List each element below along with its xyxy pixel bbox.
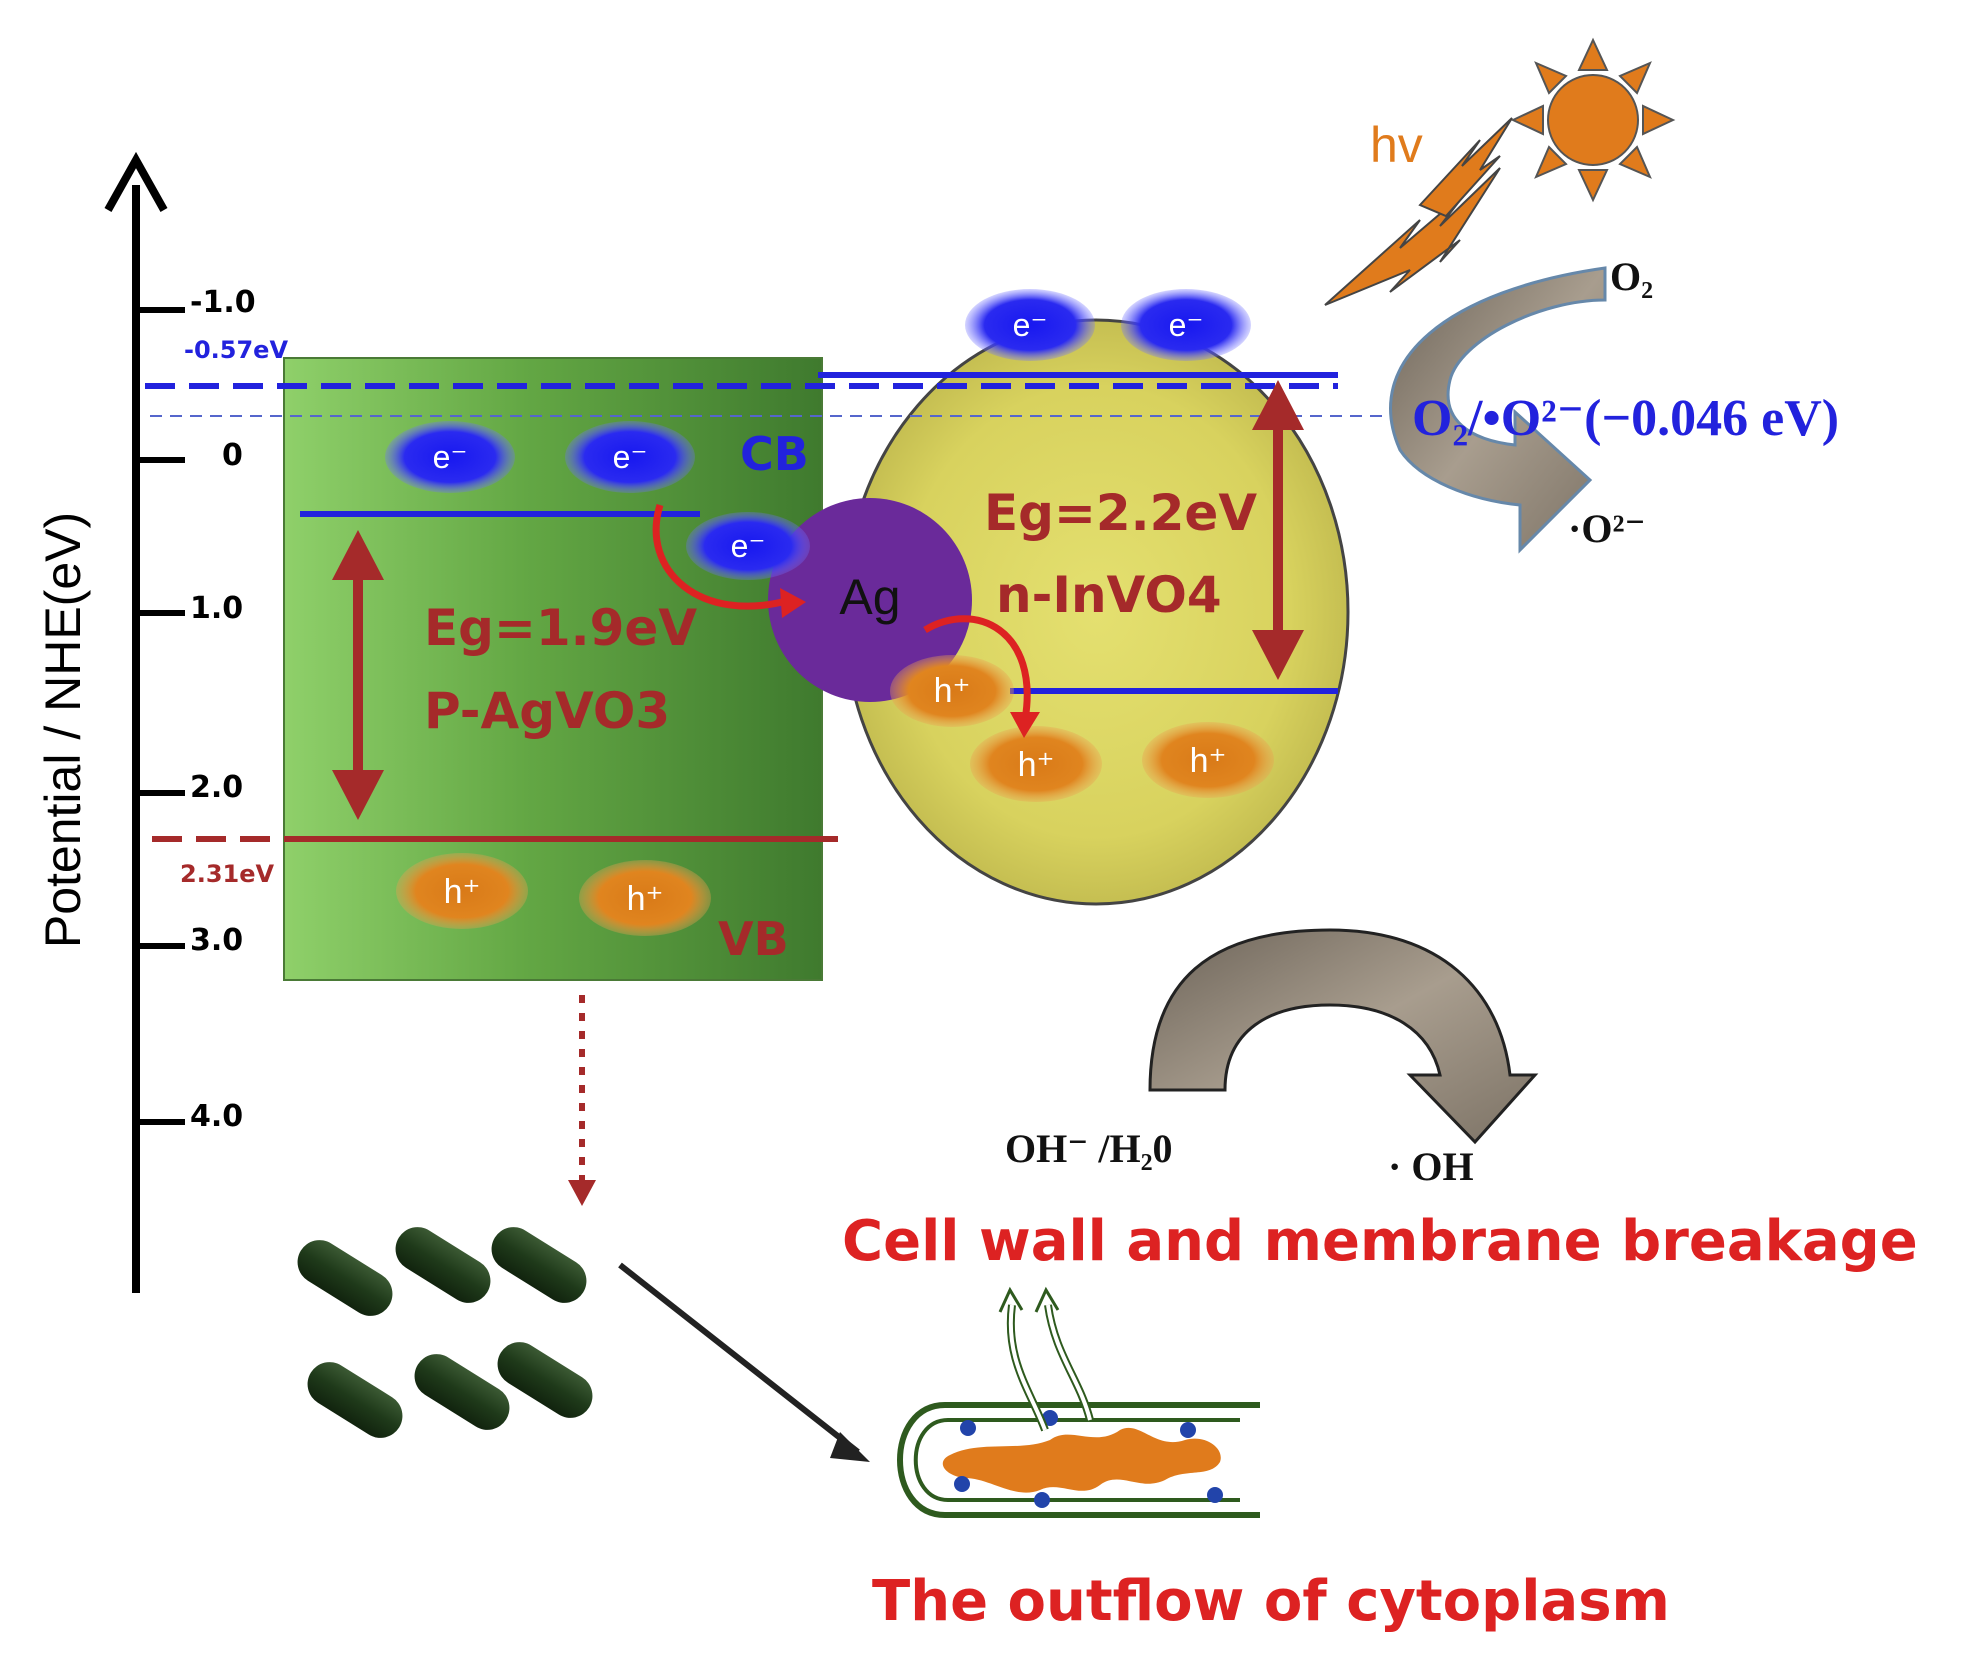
ag-particle — [768, 498, 972, 702]
damage-arrow — [618, 1262, 860, 1455]
electron: e⁻ — [965, 289, 1095, 361]
holes: h⁺ h⁺ h⁺ h⁺ h⁺ — [396, 655, 1274, 936]
tick-label: 4.0 — [190, 1099, 243, 1134]
cell-wall-caption: Cell wall and membrane breakage — [842, 1209, 1918, 1274]
o2-label: O₂ — [1610, 254, 1653, 299]
electron: e⁻ — [1121, 289, 1251, 361]
arrowhead — [568, 1180, 596, 1206]
agvo3-eg-label: Eg=1.9eV — [424, 599, 697, 657]
electron-transfer-arrow — [652, 503, 791, 610]
electron: e⁻ — [565, 421, 695, 493]
hole: h⁺ — [1142, 722, 1274, 798]
electrons: e⁻ e⁻ e⁻ e⁻ e⁻ — [385, 289, 1251, 580]
bacterium — [491, 1227, 587, 1303]
cb-level-label: -0.57eV — [184, 336, 288, 364]
hole: h⁺ — [890, 655, 1014, 727]
tick-label: 0 — [222, 438, 243, 473]
cytoplasm-caption: The outflow of cytoplasm — [872, 1569, 1670, 1634]
bacteria-group — [297, 1227, 593, 1438]
hole: h⁺ — [396, 853, 528, 929]
hole-label: h⁺ — [444, 873, 481, 911]
hv-label: hv — [1370, 117, 1423, 173]
agvo3-box — [283, 357, 823, 981]
light-lightning-icon — [1324, 117, 1513, 306]
oh-h2o-label: OH⁻ /H₂0 — [1005, 1126, 1173, 1171]
hole-label: h⁺ — [627, 880, 664, 918]
invo4-name-label: n-InVO4 — [996, 566, 1222, 624]
potential-axis: -1.0 0 1.0 2.0 3.0 4.0 Potential / NHE(e… — [35, 151, 256, 1293]
hole: h⁺ — [579, 860, 711, 936]
electron: e⁻ — [686, 512, 810, 580]
cb-label: CB — [740, 427, 809, 481]
sun-icon — [1510, 37, 1676, 203]
agvo3-name-label: P-AgVO3 — [424, 682, 670, 740]
superoxide-formation-arrow — [1389, 266, 1607, 554]
electron-label: e⁻ — [613, 439, 648, 475]
tick-label: 2.0 — [190, 770, 243, 805]
bacterium — [395, 1227, 491, 1303]
axis-arrowhead — [104, 151, 168, 212]
bacterium — [297, 1240, 393, 1316]
invo4-eg-label: Eg=2.2eV — [984, 484, 1257, 542]
vb-label: VB — [718, 912, 789, 966]
redox-potential-label: O₂/•O²⁻(−0.046 eV) — [1412, 390, 1839, 447]
bacterium — [414, 1354, 510, 1430]
electron-label: e⁻ — [731, 528, 766, 564]
electron: e⁻ — [385, 421, 515, 493]
tick-label: 3.0 — [190, 923, 243, 958]
tick-label: -1.0 — [190, 285, 256, 320]
arrowhead — [830, 1432, 870, 1462]
agvo3-bandgap-arrow — [332, 530, 384, 820]
tick-label: 1.0 — [190, 591, 243, 626]
hydroxyl-label: · OH — [1388, 1144, 1474, 1189]
vb-level-label: 2.31eV — [180, 860, 274, 888]
hydroxyl-formation-arrow — [1148, 928, 1539, 1145]
axis-title: Potential / NHE(eV) — [35, 512, 91, 948]
superoxide-label: ·O²⁻ — [1568, 506, 1646, 551]
bacterium — [307, 1362, 403, 1438]
ag-label: Ag — [839, 569, 900, 625]
invo4-bandgap-arrow — [1252, 380, 1304, 680]
hole-label: h⁺ — [1190, 742, 1227, 780]
electron-label: e⁻ — [1013, 307, 1048, 343]
hole: h⁺ — [970, 726, 1102, 802]
hole-label: h⁺ — [1018, 746, 1055, 784]
arrowhead — [1010, 712, 1040, 738]
bacterium — [497, 1342, 593, 1418]
electron-label: e⁻ — [1169, 307, 1204, 343]
arrowhead — [780, 588, 806, 618]
damaged-cell-icon — [897, 1286, 1260, 1518]
hole-transfer-arrow — [923, 615, 1031, 721]
electron-label: e⁻ — [433, 439, 468, 475]
hole-label: h⁺ — [934, 672, 971, 710]
